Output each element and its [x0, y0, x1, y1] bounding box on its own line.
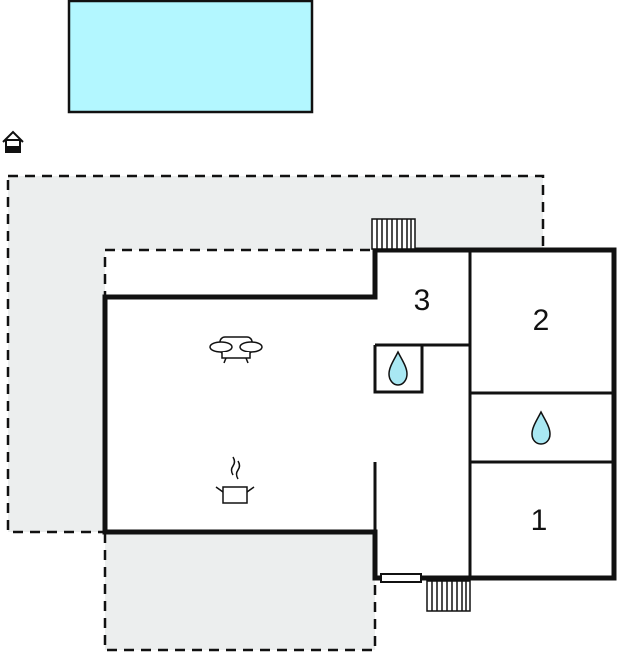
steps-bottom [426, 580, 471, 612]
sofa-icon [209, 336, 263, 364]
room-number-1: 1 [531, 504, 548, 537]
steps-top [371, 218, 416, 250]
house-entrance-icon [2, 130, 24, 153]
pool [67, 0, 314, 114]
room-number-2: 2 [533, 304, 550, 337]
entrance-door [380, 573, 422, 583]
terrace-bottom [103, 530, 377, 652]
water-drop-icon [388, 350, 408, 386]
terrace-main [6, 174, 545, 534]
water-drop-icon [531, 410, 551, 445]
room-number-3: 3 [414, 284, 431, 317]
cooking-pot-icon [215, 456, 255, 504]
interior-walls [373, 250, 614, 578]
